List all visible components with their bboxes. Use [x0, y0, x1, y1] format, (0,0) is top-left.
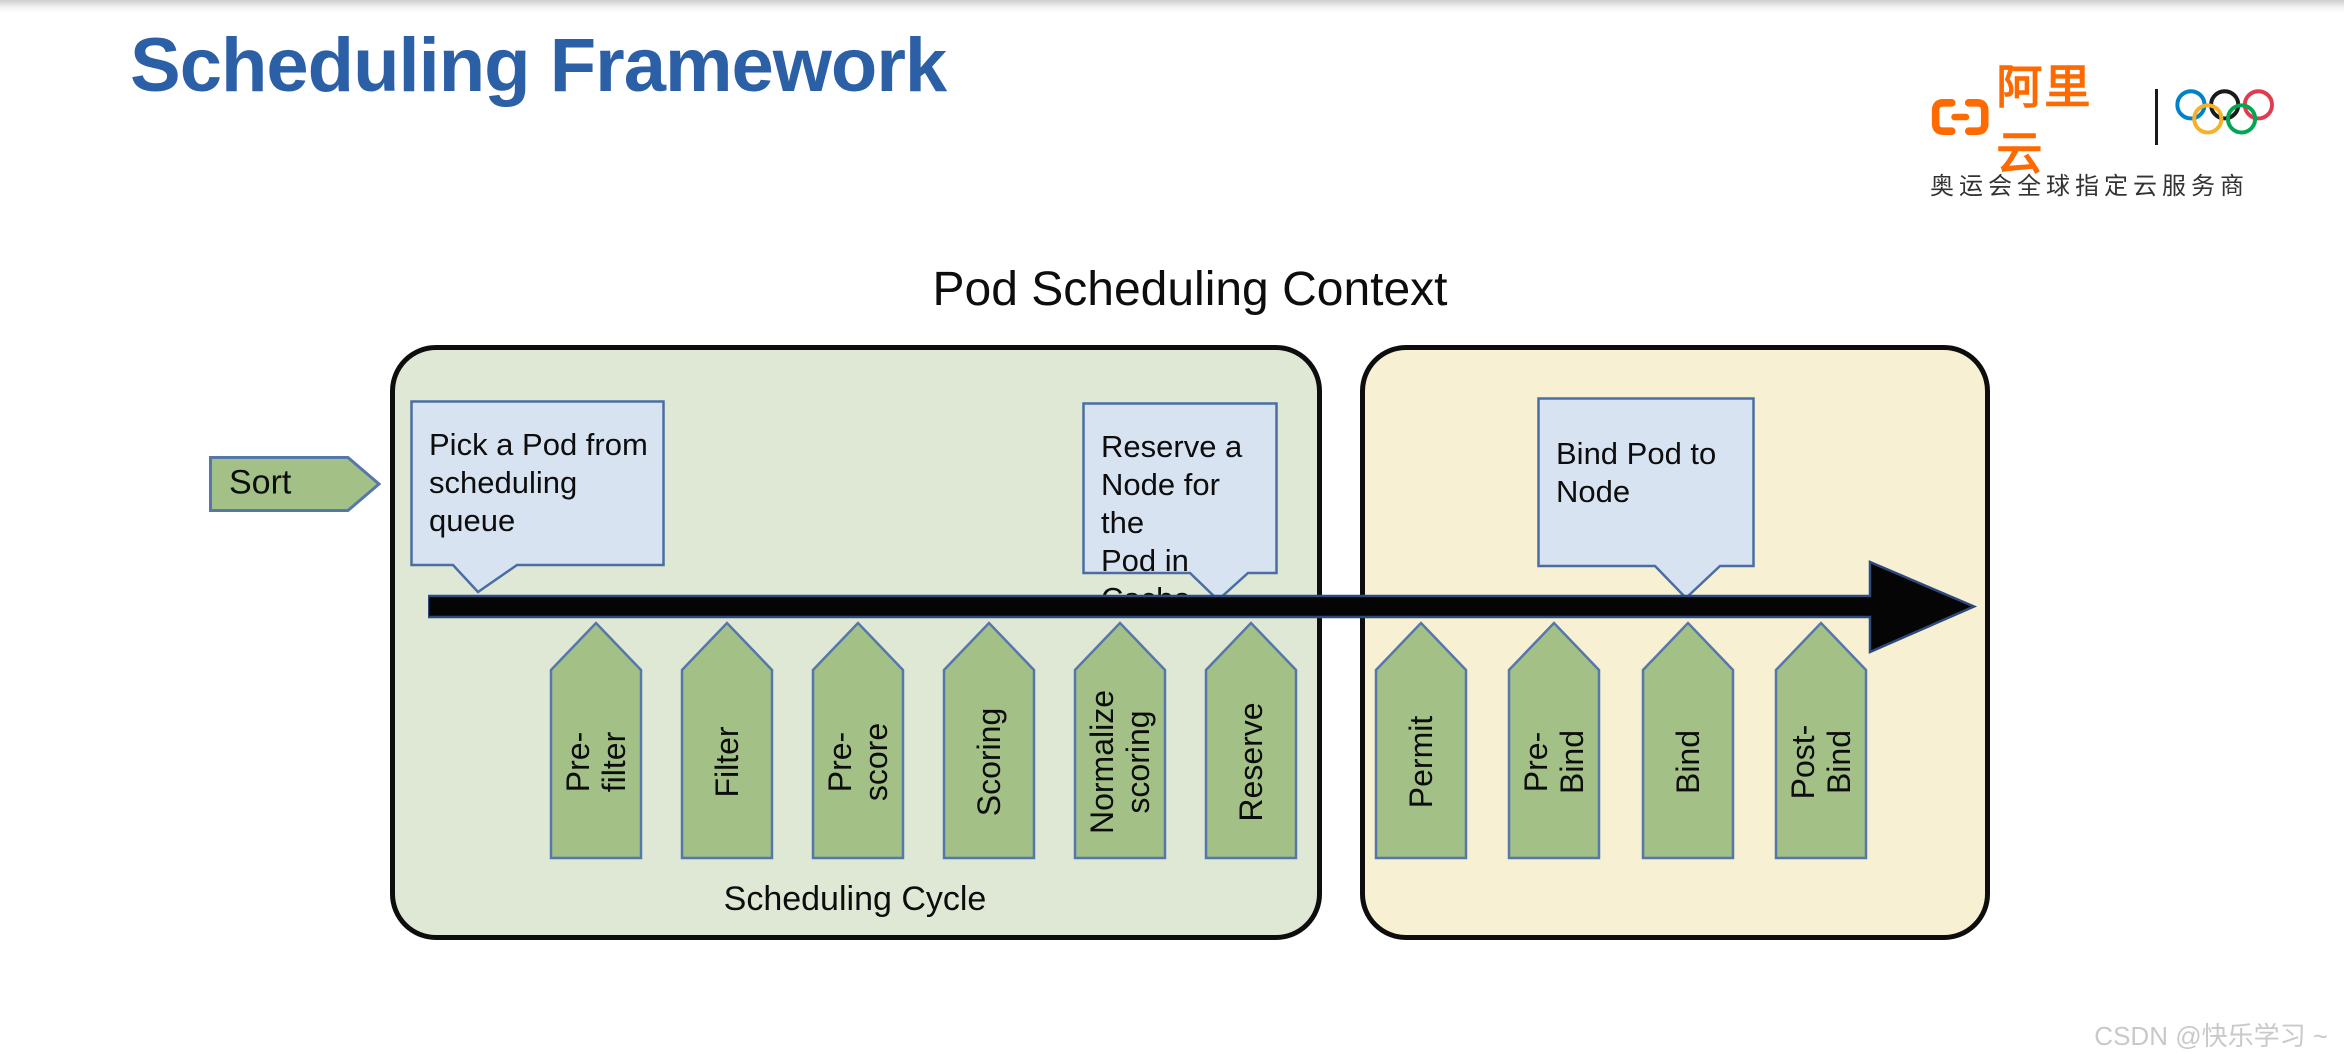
stage-arrow-icon	[680, 621, 774, 860]
stage-label: Scoring	[971, 707, 1007, 816]
stage-arrow-icon	[1374, 621, 1468, 860]
pipeline-arrow-icon	[428, 560, 1978, 654]
stage-arrow-icon	[1774, 621, 1868, 860]
stage-pre-filter: Pre-filter	[549, 620, 643, 860]
callout-reserve-node: Reserve a Node for the Pod in Cache	[1082, 402, 1278, 616]
stage-reserve: Reserve	[1204, 620, 1298, 860]
speech-bubble-icon	[410, 400, 665, 594]
alibaba-cloud-bracket-icon	[1931, 99, 1989, 135]
sort-arrow: Sort	[209, 456, 381, 512]
stage-arrow-icon	[942, 621, 1036, 860]
stage-label: Pre-score	[822, 722, 894, 801]
sort-label: Sort	[229, 463, 292, 502]
stage-arrow-icon	[549, 621, 643, 860]
callout-text: Pick a Pod from scheduling queue	[429, 427, 648, 538]
logo-row: 阿里云	[1930, 61, 2275, 179]
logo-brand-text: 阿里云	[1996, 61, 2093, 179]
speech-bubble-icon	[1537, 397, 1755, 600]
context-title: Pod Scheduling Context	[932, 263, 1448, 316]
stage-label: Post-Bind	[1785, 724, 1857, 799]
top-edge-shadow	[0, 0, 2344, 13]
stage-scoring: Scoring	[942, 620, 1036, 860]
stage-label: Pre-filter	[560, 731, 632, 792]
page-title: Scheduling Framework	[130, 23, 947, 108]
stage-permit: Permit	[1374, 620, 1468, 860]
speech-bubble-icon	[1082, 402, 1278, 602]
alibaba-cloud-logo: 阿里云 奥运会全球指定云服务商	[1930, 61, 2275, 201]
watermark: CSDN @快乐学习 ~	[2094, 1021, 2328, 1051]
stage-arrow-icon	[1507, 621, 1601, 860]
callout-bind-pod: Bind Pod to Node	[1537, 397, 1755, 601]
stage-label: Permit	[1403, 715, 1439, 808]
sort-arrow-shape-icon	[209, 456, 381, 512]
stage-pre-score: Pre-score	[811, 620, 905, 860]
stage-label: Filter	[709, 726, 745, 798]
stage-arrow-icon	[1204, 621, 1298, 860]
stage-label: Normalize scoring	[1084, 689, 1156, 834]
logo-divider	[2154, 89, 2158, 145]
stage-arrow-icon	[1641, 621, 1735, 860]
stage-post-bind: Post-Bind	[1774, 620, 1868, 860]
olympic-rings-icon	[2175, 89, 2274, 135]
stage-label: Bind	[1670, 729, 1706, 794]
logo-tagline: 奥运会全球指定云服务商	[1930, 173, 2249, 200]
callout-text: Bind Pod to Node	[1556, 436, 1717, 509]
stage-label: Pre-Bind	[1518, 729, 1590, 794]
stage-label: Reserve	[1233, 702, 1269, 822]
callout-pick-pod: Pick a Pod from scheduling queue	[410, 400, 665, 596]
stage-pre-bind: Pre-Bind	[1507, 620, 1601, 860]
callout-text: Reserve a Node for the Pod in Cache	[1101, 429, 1243, 616]
stage-arrow-icon	[1073, 621, 1167, 860]
stage-normalize-scoring: Normalize scoring	[1073, 620, 1167, 860]
stage-arrow-icon	[811, 621, 905, 860]
stage-filter: Filter	[680, 620, 774, 860]
stage-bind: Bind	[1641, 620, 1735, 860]
scheduling-cycle-label: Scheduling Cycle	[723, 880, 987, 918]
